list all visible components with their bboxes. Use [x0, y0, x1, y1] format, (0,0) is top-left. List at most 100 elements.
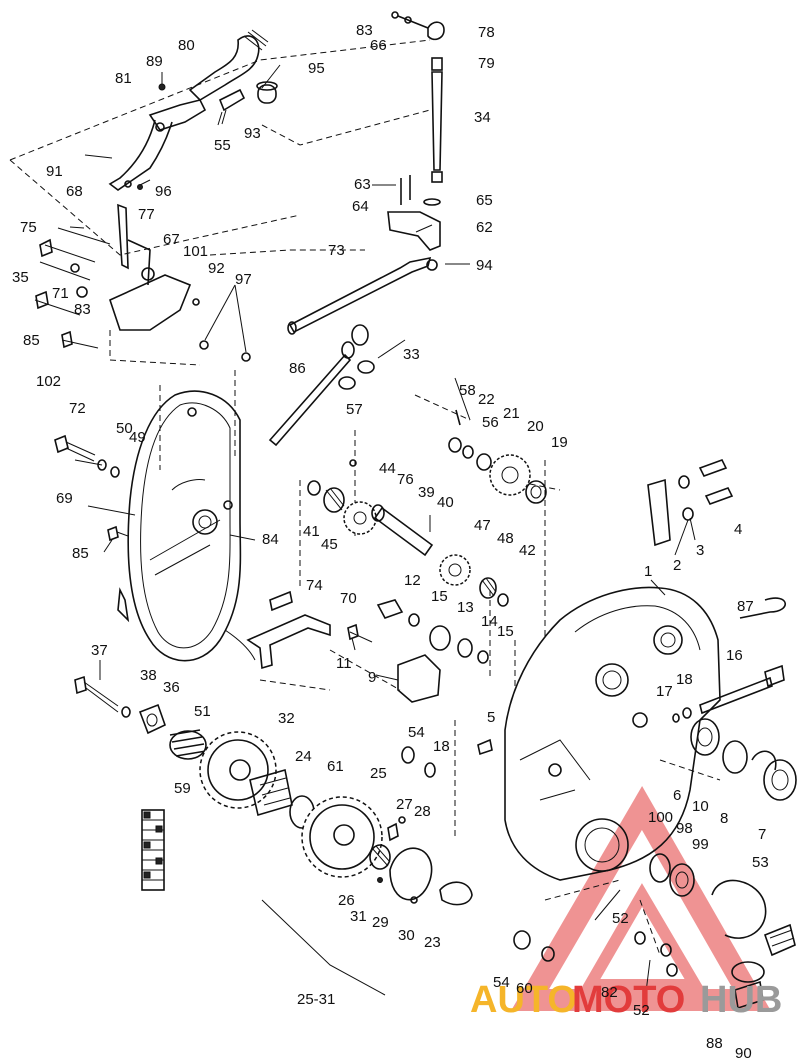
part-label: 77 — [138, 206, 155, 223]
part-label: 19 — [551, 434, 568, 451]
part-label: 95 — [308, 60, 325, 77]
part-label: 78 — [478, 24, 495, 41]
shift-lever-assembly — [84, 29, 278, 191]
part-label: 57 — [346, 401, 363, 418]
part-label: 27 — [396, 796, 413, 813]
part-label: 71 — [52, 285, 69, 302]
part-label: 61 — [327, 758, 344, 775]
part-label: 88 — [706, 1035, 723, 1052]
part-label: 84 — [262, 531, 279, 548]
part-label: 64 — [352, 198, 369, 215]
part-label: 20 — [527, 418, 544, 435]
part-label: 96 — [155, 183, 172, 200]
part-label: 6 — [673, 787, 681, 804]
part-label: 76 — [397, 471, 414, 488]
part-label: 30 — [398, 927, 415, 944]
part-label: 58 — [459, 382, 476, 399]
part-label: 90 — [735, 1045, 752, 1062]
part-label: 54 — [408, 724, 425, 741]
part-label: 22 — [478, 391, 495, 408]
leader-lines — [69, 64, 696, 1001]
part-label: 93 — [244, 125, 261, 142]
part-label: 83 — [356, 22, 373, 39]
shift-rod-assembly — [387, 11, 445, 271]
part-label: 67 — [163, 231, 180, 248]
part-label: 66 — [370, 37, 387, 54]
part-label: 15 — [497, 623, 514, 640]
part-label: 25 — [370, 765, 387, 782]
watermark-text: AUTO MOTO HUB — [470, 979, 782, 1021]
part-label: 48 — [497, 530, 514, 547]
part-label: 10 — [692, 798, 709, 815]
part-label: 79 — [478, 55, 495, 72]
part-label: 102 — [36, 373, 61, 390]
upper-sprocket — [199, 731, 315, 829]
part-label: 85 — [72, 545, 89, 562]
linkage-rod — [287, 256, 432, 335]
part-label: 4 — [734, 521, 742, 538]
dashed-guide-lines — [9, 39, 721, 956]
watermark-logo — [510, 786, 771, 1011]
part-label: 74 — [306, 577, 323, 594]
part-label: 99 — [692, 836, 709, 853]
chaincase-housing — [504, 586, 721, 881]
part-label: 33 — [403, 346, 420, 363]
part-label: 55 — [214, 137, 231, 154]
part-label: 40 — [437, 494, 454, 511]
part-label: 52 — [633, 1002, 650, 1019]
left-bracket-assembly — [34, 203, 251, 362]
part-label: 86 — [289, 360, 306, 377]
watermark-word-hub: HUB — [700, 979, 782, 1021]
part-label: 2 — [673, 557, 681, 574]
part-label: 24 — [295, 748, 312, 765]
part-label: 72 — [69, 400, 86, 417]
part-label: 18 — [433, 738, 450, 755]
part-label: 82 — [601, 984, 618, 1001]
watermark-word-auto: AUTO — [470, 979, 577, 1021]
part-label: 97 — [235, 271, 252, 288]
part-label: 50 — [116, 420, 133, 437]
part-labels: 83 66 78 80 89 79 95 34 81 93 55 91 96 6… — [12, 22, 769, 1062]
part-label: 49 — [129, 429, 146, 446]
part-label: 68 — [66, 183, 83, 200]
part-label: 39 — [418, 484, 435, 501]
tensioner-parts — [647, 459, 734, 547]
upper-gear-shaft — [307, 480, 434, 557]
part-label: 89 — [146, 53, 163, 70]
part-label: 5 — [487, 709, 495, 726]
bearing-set — [690, 718, 797, 801]
chaincase-cover — [117, 390, 256, 662]
part-label: 28 — [414, 803, 431, 820]
group-bracket — [261, 899, 386, 996]
lower-right-parts — [513, 853, 796, 1010]
part-label: 59 — [174, 780, 191, 797]
part-label: 44 — [379, 460, 396, 477]
part-label: 94 — [476, 257, 493, 274]
part-label: 32 — [278, 710, 295, 727]
shift-fork — [246, 590, 331, 670]
middle-gears — [439, 554, 509, 607]
selector-shaft — [268, 324, 375, 447]
part-label: 92 — [208, 260, 225, 277]
part-label: 37 — [91, 642, 108, 659]
part-label: 8 — [720, 810, 728, 827]
part-label: 98 — [676, 820, 693, 837]
part-label: 56 — [482, 414, 499, 431]
center-components — [347, 599, 489, 703]
part-label: 53 — [752, 854, 769, 871]
part-label: 73 — [328, 242, 345, 259]
part-label: 100 — [648, 809, 673, 826]
part-label: 16 — [726, 647, 743, 664]
part-label: 13 — [457, 599, 474, 616]
part-label: 34 — [474, 109, 491, 126]
part-label: 26 — [338, 892, 355, 909]
part-label: 47 — [474, 517, 491, 534]
part-label: 1 — [644, 563, 652, 580]
part-label: 17 — [656, 683, 673, 700]
part-label: 23 — [424, 934, 441, 951]
drive-chain — [141, 809, 165, 891]
part-label: 35 — [12, 269, 29, 286]
part-label: 70 — [340, 590, 357, 607]
part-label: 69 — [56, 490, 73, 507]
